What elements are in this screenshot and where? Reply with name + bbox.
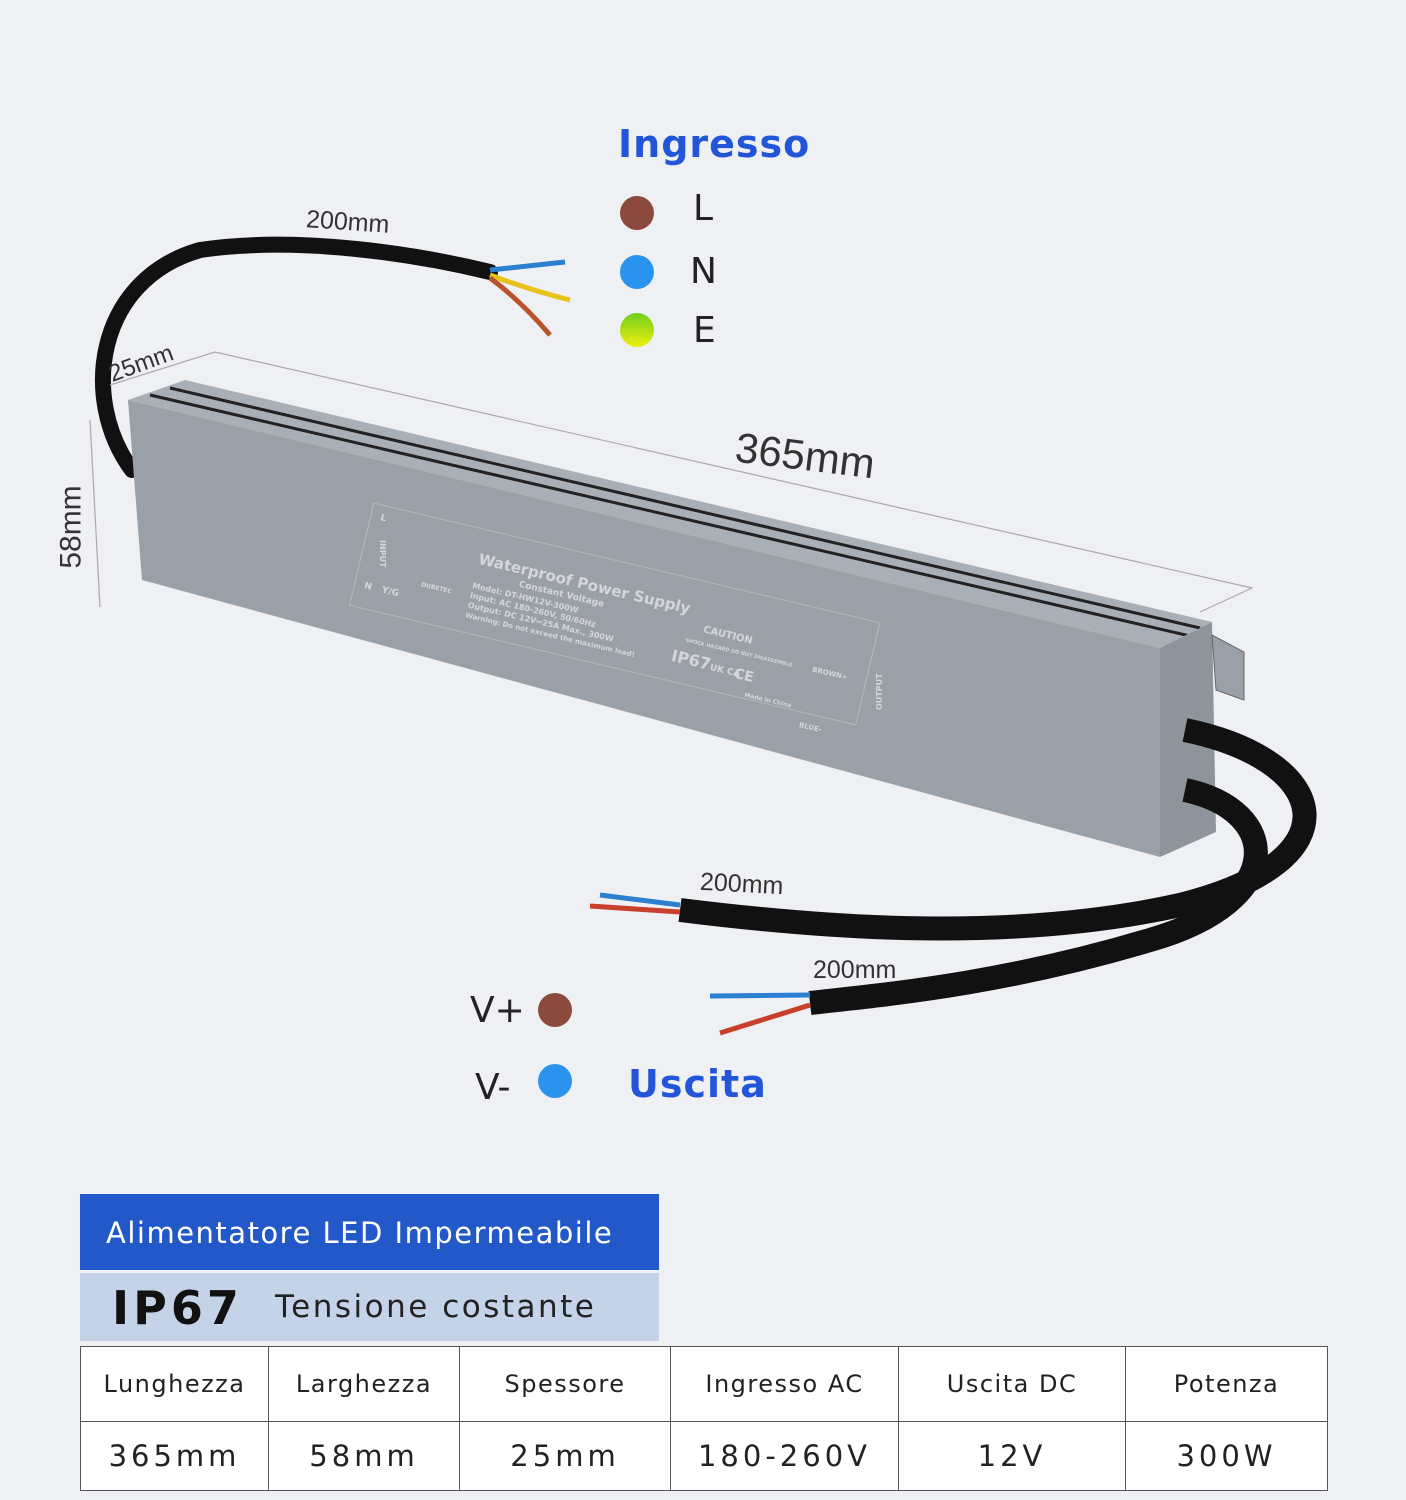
vminus-color-dot [538,1064,572,1098]
earth-color-dot [620,313,654,347]
input-cable-length: 200mm [305,205,391,239]
value-ac-input: 180-260V [670,1421,899,1491]
value-width: 58mm [268,1421,460,1491]
value-thickness: 25mm [459,1421,671,1491]
header-width: Larghezza [268,1346,460,1422]
header-thickness: Spessore [459,1346,671,1422]
vplus-label: V+ [470,990,525,1031]
svg-text:CE: CE [732,666,755,686]
header-ac-input: Ingresso AC [670,1346,899,1422]
wire-brown [488,275,552,337]
neutral-color-dot [620,255,654,289]
mounting-bracket [1211,634,1245,701]
output-cable-1-length: 200mm [699,867,785,901]
vminus-label: V- [475,1067,511,1108]
header-dc-output: Uscita DC [898,1346,1126,1422]
output-cable-1 [678,718,1317,941]
height-dimension: 58mm [54,485,88,569]
svg-text:L: L [379,513,387,524]
header-power: Potenza [1125,1346,1328,1422]
voltage-type: Tensione costante [275,1289,597,1325]
neutral-label: N [690,251,717,292]
svg-text:INPUT: INPUT [378,540,387,568]
input-legend-title: Ingresso [618,122,811,166]
earth-label: E [693,310,716,351]
output-cable-2 [808,778,1268,1015]
live-color-dot [620,196,654,230]
spec-table: Lunghezza Larghezza Spessore Ingresso AC… [80,1346,1328,1491]
product-illustration: L N Y/G DUBETEC Waterproof Power Supply … [89,236,1317,1036]
svg-text:OUTPUT: OUTPUT [875,673,884,710]
product-subtitle-banner: IP67 Tensione costante [80,1273,659,1341]
wire-yellow [489,272,571,303]
output-legend-title: Uscita [628,1062,767,1106]
input-cable [95,236,498,478]
table-header-row: Lunghezza Larghezza Spessore Ingresso AC… [80,1346,1328,1422]
live-label: L [693,188,714,229]
value-dc-output: 12V [898,1421,1126,1491]
product-title-banner: Alimentatore LED Impermeabile [80,1194,659,1270]
wire-blue [489,259,566,273]
ip-rating: IP67 [112,1281,243,1335]
value-power: 300W [1125,1421,1328,1491]
vplus-color-dot [538,993,572,1027]
value-length: 365mm [80,1421,269,1491]
header-length: Lunghezza [80,1346,269,1422]
device-front-face [128,400,1160,857]
dimension-lines [89,351,1254,613]
svg-text:N: N [363,581,373,592]
svg-text:Y/G: Y/G [380,585,400,599]
output-cable-2-length: 200mm [813,956,897,984]
table-row: 365mm 58mm 25mm 180-260V 12V 300W [80,1421,1328,1491]
